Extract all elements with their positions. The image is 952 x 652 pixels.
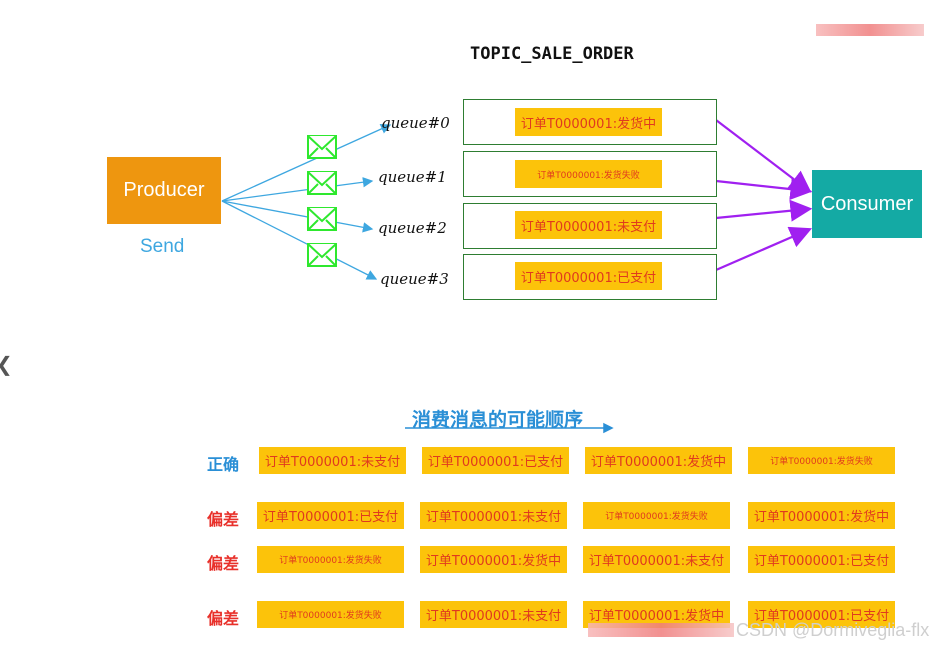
envelope-icons (307, 135, 337, 267)
watermark: CSDN @Dormiveglia-flx (736, 620, 930, 640)
order-cell: 订单T0000001:已支付 (748, 546, 895, 573)
redaction-blur (588, 623, 734, 637)
envelope-icon (307, 207, 337, 231)
row-label-wrong: 偏差 (207, 554, 240, 573)
consume-line-0 (715, 119, 812, 193)
queue-label-3: queue#3 (380, 270, 449, 288)
order-title-arrow (405, 422, 614, 434)
order-cell: 订单T0000001:未支付 (420, 502, 567, 529)
order-cell: 订单T0000001:未支付 (259, 447, 406, 474)
queue-label-1: queue#1 (378, 168, 447, 186)
order-cell: 订单T0000001:发货失败 (583, 502, 730, 529)
envelope-icon (307, 135, 337, 159)
order-cell: 订单T0000001:已支付 (748, 601, 895, 628)
queue-message-3: 订单T0000001:已支付 (515, 262, 662, 290)
redaction-blur (816, 24, 924, 36)
queue-label-0: queue#0 (381, 114, 450, 132)
consume-line-1 (715, 178, 813, 201)
producer-box: Producer (107, 157, 221, 224)
envelope-icon (307, 171, 337, 195)
send-line-3 (221, 200, 378, 280)
order-cell: 订单T0000001:已支付 (422, 447, 569, 474)
send-line-0 (221, 124, 392, 202)
queue-message-0: 订单T0000001:发货中 (515, 108, 662, 136)
consume-line-2 (715, 199, 813, 222)
queue-message-1: 订单T0000001:发货失败 (515, 160, 662, 188)
topic-title: TOPIC_SALE_ORDER (470, 44, 634, 64)
send-label: Send (140, 236, 185, 257)
order-cell: 订单T0000001:发货失败 (257, 601, 404, 628)
order-cell: 订单T0000001:未支付 (420, 601, 567, 628)
consumer-box: Consumer (812, 170, 922, 238)
envelope-icon (307, 243, 337, 267)
order-cell: 订单T0000001:发货中 (748, 502, 895, 529)
consume-line-3 (715, 226, 813, 272)
chevron-left-icon[interactable]: ❮ (0, 352, 13, 376)
send-line-2 (221, 200, 374, 233)
order-cell: 订单T0000001:已支付 (257, 502, 404, 529)
order-cell: 订单T0000001:发货中 (585, 447, 732, 474)
row-label-wrong: 偏差 (207, 510, 240, 529)
order-title: 消费消息的可能顺序 (412, 409, 584, 431)
queue-message-2: 订单T0000001:未支付 (515, 211, 662, 239)
order-cell: 订单T0000001:发货中 (420, 546, 567, 573)
order-cell: 订单T0000001:发货失败 (257, 546, 404, 573)
consume-lines (715, 119, 813, 272)
order-cell: 订单T0000001:未支付 (583, 546, 730, 573)
queue-label-2: queue#2 (378, 219, 447, 237)
order-cell: 订单T0000001:发货失败 (748, 447, 895, 474)
row-label-wrong: 偏差 (207, 609, 240, 628)
send-line-1 (221, 177, 374, 202)
send-lines (221, 124, 392, 280)
row-label-correct: 正确 (207, 455, 240, 474)
queue-box-3 (463, 254, 717, 300)
